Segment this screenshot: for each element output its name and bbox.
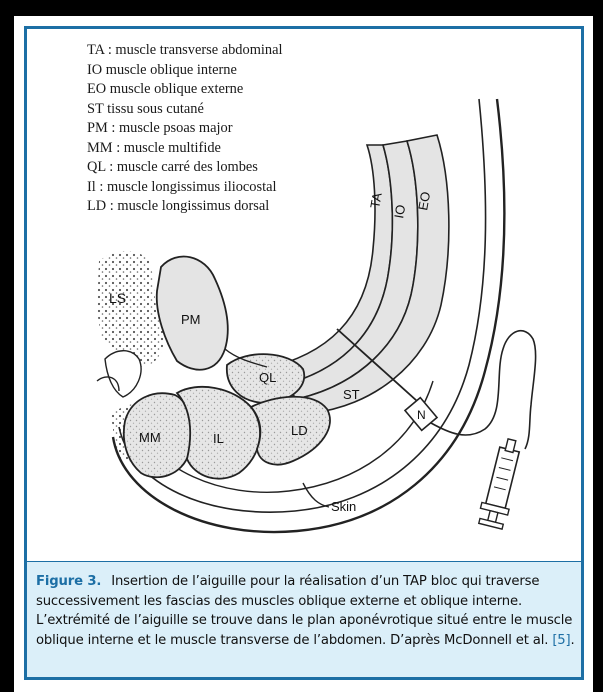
caption-end: . bbox=[571, 633, 575, 648]
back-muscles bbox=[124, 257, 330, 479]
legend-item: ST tissu sous cutané bbox=[87, 100, 282, 120]
label-st: ST bbox=[343, 387, 360, 402]
label-ls: LS bbox=[109, 290, 126, 306]
anatomical-illustration: TA IO EO LS PM QL MM IL LD ST Skin N TA … bbox=[27, 29, 581, 561]
legend-item: Il : muscle longissimus iliocostal bbox=[87, 178, 282, 198]
label-mm: MM bbox=[139, 430, 161, 445]
caption-text: Insertion de l’aiguille pour la réalisat… bbox=[36, 574, 572, 648]
legend-item: MM : muscle multifide bbox=[87, 139, 282, 159]
legend-item: LD : muscle longissimus dorsal bbox=[87, 197, 282, 217]
legend-item: TA : muscle transverse abdominal bbox=[87, 41, 282, 61]
legend-item: QL : muscle carré des lombes bbox=[87, 158, 282, 178]
label-ld: LD bbox=[291, 423, 308, 438]
figure-label: Figure 3. bbox=[36, 574, 101, 589]
label-il: IL bbox=[213, 431, 224, 446]
figure-caption: Figure 3.Insertion de l’aiguille pour la… bbox=[36, 572, 576, 650]
label-needle: N bbox=[417, 408, 426, 422]
figure-box: TA IO EO LS PM QL MM IL LD ST Skin N TA … bbox=[24, 26, 584, 680]
abbreviation-legend: TA : muscle transverse abdominal IO musc… bbox=[87, 41, 282, 217]
legend-item: PM : muscle psoas major bbox=[87, 119, 282, 139]
label-ta: TA bbox=[367, 191, 385, 209]
caption-box: Figure 3.Insertion de l’aiguille pour la… bbox=[27, 562, 581, 677]
legend-item: IO muscle oblique interne bbox=[87, 61, 282, 81]
syringe bbox=[477, 436, 526, 529]
label-skin: Skin bbox=[331, 499, 356, 514]
legend-item: EO muscle oblique externe bbox=[87, 80, 282, 100]
label-pm: PM bbox=[181, 312, 201, 327]
label-io: IO bbox=[391, 203, 408, 219]
label-ql: QL bbox=[259, 370, 276, 385]
reference-link[interactable]: [5] bbox=[552, 633, 570, 648]
